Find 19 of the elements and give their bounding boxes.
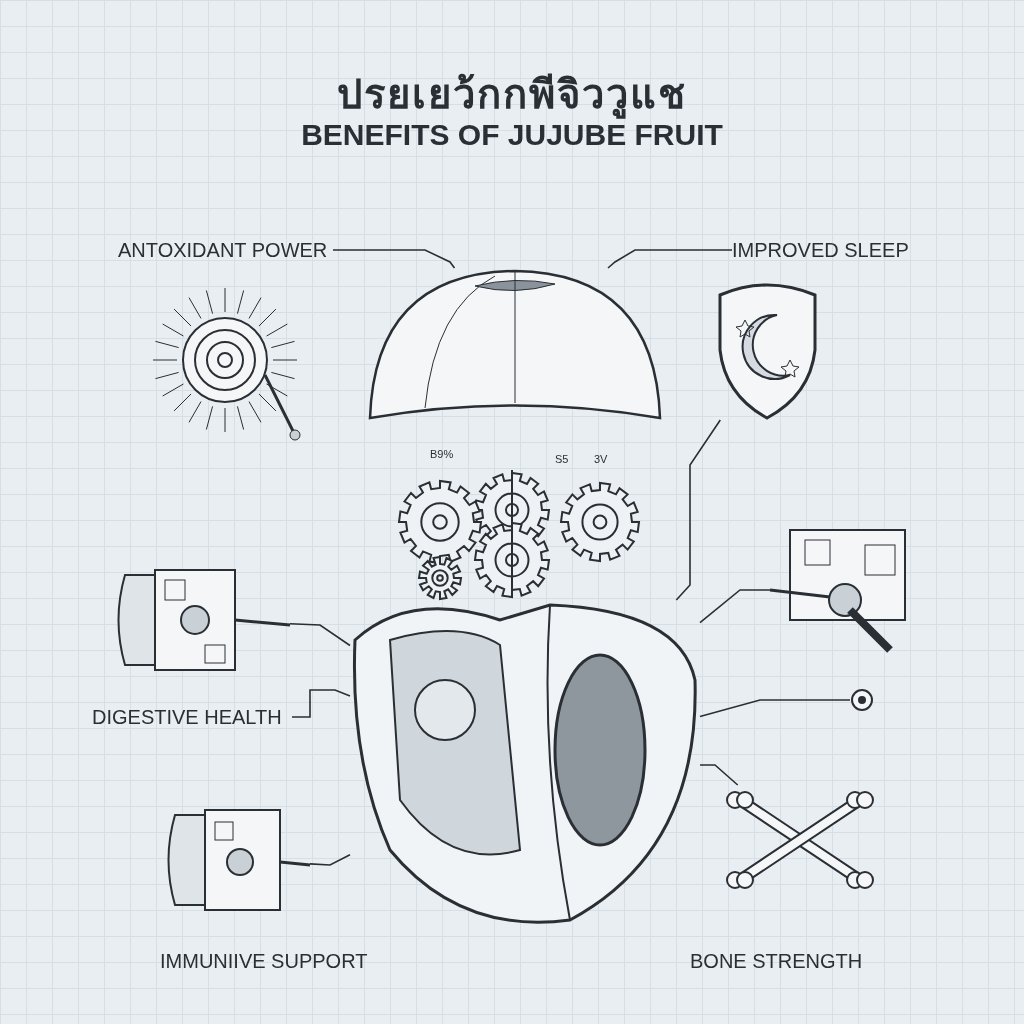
- leader-line: [699, 764, 739, 786]
- leader-line: [309, 853, 351, 866]
- gear-mark: S5: [555, 453, 570, 465]
- benefit-label: IMMUNIIVE SUPPORT: [160, 948, 380, 974]
- benefit-label: DIGESTIVE HEALTH: [92, 704, 292, 730]
- benefit-label: IMPROVED SLEEP: [732, 237, 912, 263]
- marker-circle: [850, 688, 874, 712]
- leader-line: [291, 689, 351, 718]
- benefit-label: BONE STRENGTH: [690, 948, 870, 974]
- leader-line: [607, 249, 733, 269]
- leader-line: [699, 699, 851, 718]
- gear-mark: 3V: [594, 453, 609, 465]
- leader-line: [675, 419, 722, 601]
- gear-mark: B9%: [430, 448, 455, 460]
- leader-line: [699, 589, 771, 624]
- leader-line: [289, 622, 351, 647]
- benefit-label: ANTOXIDANT POWER: [118, 237, 333, 263]
- sunburst-icon: [150, 290, 300, 440]
- leader-line: [332, 249, 456, 269]
